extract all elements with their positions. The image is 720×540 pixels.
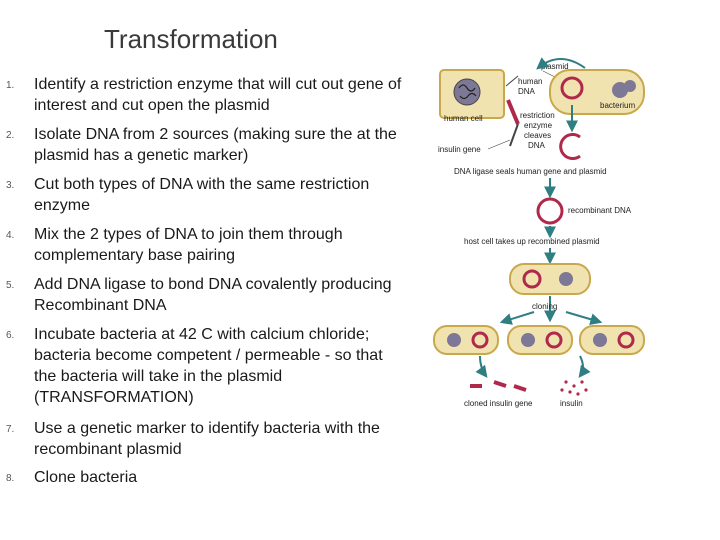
transformation-diagram: human cell human DNA plasmid bacterium r… [433,57,645,408]
step-number: 1. [6,80,15,91]
step-text: Cut both types of DNA with the same rest… [34,176,370,214]
restriction-label-1: restriction [520,111,555,120]
step-text: Add DNA ligase to bond DNA covalently pr… [34,276,392,314]
restriction-label-4: DNA [528,141,546,150]
human-cell [439,69,505,119]
step-number: 3. [6,180,15,191]
restriction-label-2: enzyme [524,121,553,130]
human-cell-label: human cell [444,114,483,123]
step-number: 7. [6,424,15,435]
human-dna-label-1: human [518,77,542,86]
human-dna-label-2: DNA [518,87,536,96]
recombinant-plasmid [536,197,564,225]
bacterium [549,69,645,115]
restriction-label-3: cleaves [524,131,551,140]
step-number: 6. [6,330,15,341]
page-title: Transformation [104,24,278,54]
insulin-dots [560,380,588,396]
step-text: Mix the 2 types of DNA to join them thro… [34,226,343,264]
step-number: 5. [6,280,15,291]
step-text: Incubate bacteria at 42 C with calcium c… [34,326,383,406]
ligase-label: DNA ligase seals human gene and plasmid [454,167,607,176]
cloned-gene-pieces [470,380,527,392]
host-label: host cell takes up recombined plasmid [464,237,600,246]
cloning-label: cloning [532,302,557,311]
step-text: Clone bacteria [34,469,138,486]
step-text: Use a genetic marker to identify bacteri… [34,420,380,458]
step-text: Identify a restriction enzyme that will … [34,76,402,114]
cloned-gene-label: cloned insulin gene [464,399,533,408]
step-list: 1. Identify a restriction enzyme that wi… [6,76,402,486]
insulin-gene-label: insulin gene [438,145,481,154]
cloned-bacteria [433,325,645,355]
step-number: 8. [6,473,15,484]
step-number: 4. [6,230,15,241]
insulin-label: insulin [560,399,583,408]
step-number: 2. [6,130,15,141]
recombinant-label: recombinant DNA [568,206,632,215]
step-text: Isolate DNA from 2 sources (making sure … [34,126,397,164]
bacterium-label: bacterium [600,101,635,110]
plasmid-label: plasmid [541,62,569,71]
host-bacterium [509,263,591,295]
human-dna-strand [506,99,520,125]
cut-plasmid [559,133,581,160]
